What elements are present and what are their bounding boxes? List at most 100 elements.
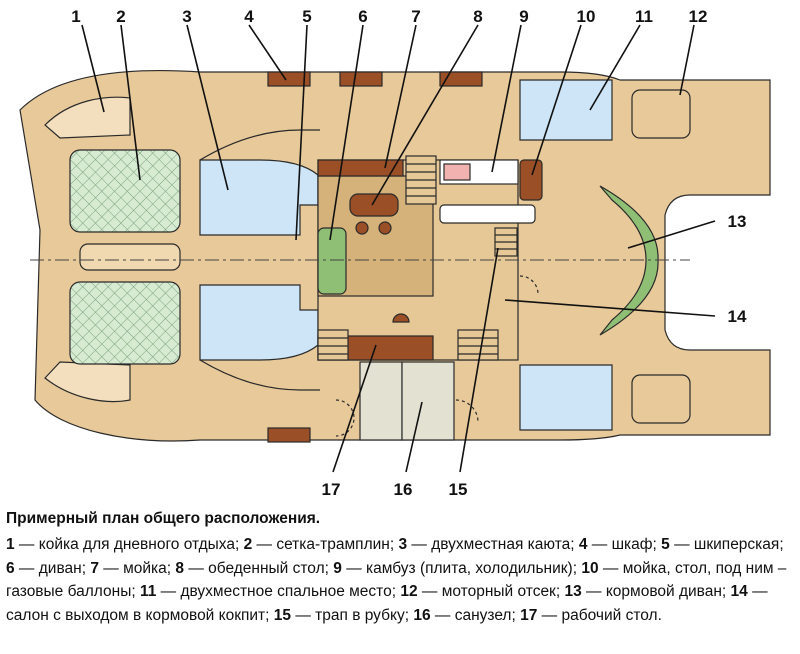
double-cabin-bottom (199, 284, 319, 361)
caption-title: Примерный план общего расположения. (6, 510, 321, 527)
legend-text: кормовой диван (605, 583, 722, 600)
legend-text: шкаф (611, 536, 653, 553)
legend-text: двухместная каюта (431, 536, 571, 553)
label-3: 3 (182, 7, 191, 26)
legend-number: 7 (90, 559, 99, 577)
legend-item: 11 — двухместное спальное место (139, 583, 392, 600)
stove (443, 163, 471, 181)
label-14: 14 (728, 307, 747, 326)
legend-number: 11 (139, 583, 157, 600)
legend-item: 16 — санузел (413, 606, 512, 624)
legend-item: 2 — сетка-трамплин (243, 536, 390, 553)
legend-text: сетка-трамплин (276, 536, 390, 553)
label-15: 15 (449, 480, 468, 499)
legend-number: 15 (273, 606, 292, 624)
legend-item: 6 — диван (6, 559, 82, 577)
legend-item: 9 — камбуз (плита, холодильник) (333, 559, 573, 577)
legend-number: 4 (578, 536, 588, 553)
legend-text: мойка, стол, под ним – газовые баллоны (6, 559, 787, 601)
settee (317, 227, 347, 295)
legend-text: салон с выходом в кормовой кокпит (6, 606, 266, 624)
legend-text: санузел (454, 606, 512, 624)
head-compartment (401, 361, 455, 441)
legend-text: диван (38, 559, 82, 577)
legend-item: 4 — шкаф (578, 536, 653, 553)
legend-item: 15 — трап в рубку (273, 606, 405, 624)
door-swing (519, 275, 539, 295)
label-8: 8 (473, 7, 482, 26)
legend-item: 13 — кормовой диван (564, 583, 722, 600)
door-swing (455, 399, 479, 423)
legend-number: 10 (581, 559, 599, 577)
double-berth-bottom (519, 364, 613, 431)
ladder-to-wheelhouse (317, 155, 518, 361)
galley-sink (317, 159, 404, 177)
wardrobe (339, 71, 383, 87)
label-1: 1 (71, 7, 80, 26)
label-5: 5 (302, 7, 311, 26)
stool (378, 221, 392, 235)
legend-number: 5 (661, 536, 670, 553)
legend-text: моторный отсек (441, 583, 556, 600)
legend-item: 3 — двухместная каюта (398, 536, 571, 553)
legend-item: 5 — шкиперская (661, 536, 780, 553)
label-9: 9 (519, 7, 528, 26)
engine-compartment (631, 374, 691, 424)
general-layout-plan: 1 2 3 4 5 6 7 8 9 10 11 12 13 14 15 16 1… (19, 7, 771, 499)
legend-number: 16 (413, 606, 431, 624)
wardrobe (267, 71, 311, 87)
legend-item: 8 — обеденный стол (175, 559, 325, 577)
label-12: 12 (689, 7, 708, 26)
cabin-arc-bottom (199, 359, 320, 391)
legend-item: 10 — мойка, стол, под ним – газовые балл… (6, 559, 787, 601)
label-6: 6 (358, 7, 367, 26)
legend-item: 1 — койка для дневного отдыха (6, 536, 235, 553)
dining-table (349, 193, 399, 217)
legend-number: 1 (6, 536, 15, 553)
figure-caption: Примерный план общего расположения. 1 — … (6, 508, 796, 627)
label-13: 13 (728, 212, 747, 231)
trampoline-net-top (69, 149, 181, 233)
label-17: 17 (322, 480, 341, 499)
legend-text: койка для дневного отдыха (38, 536, 235, 553)
legend-text: трап в рубку (315, 606, 405, 624)
legend-text: мойка (123, 559, 167, 577)
sink-counter-with-gas-bottles (519, 159, 543, 201)
legend-number: 8 (175, 559, 185, 577)
legend-number: 9 (333, 559, 342, 577)
legend-number: 12 (400, 583, 418, 600)
label-10: 10 (577, 7, 596, 26)
aft-sofa (599, 185, 659, 336)
label-7: 7 (411, 7, 420, 26)
legend-number: 6 (6, 559, 15, 577)
work-table (359, 361, 403, 441)
galley-counter (439, 204, 536, 224)
label-11: 11 (635, 7, 653, 26)
label-4: 4 (244, 7, 254, 26)
caption-legend: 1 — койка для дневного отдыха; 2 — сетка… (6, 536, 787, 624)
legend-number: 3 (398, 536, 408, 553)
double-cabin-top (199, 159, 319, 236)
legend-item: 12 — моторный отсек (400, 583, 556, 600)
legend-item: 17 — рабочий стол (520, 606, 658, 624)
legend-text: обеденный стол (208, 559, 325, 577)
legend-number: 2 (243, 536, 253, 553)
legend-text: шкиперская (693, 536, 780, 553)
legend-item: 14 — салон с выходом в кормовой кокпит (6, 583, 768, 624)
stool (392, 313, 410, 323)
label-16: 16 (394, 480, 413, 499)
wardrobe (439, 71, 483, 87)
stool (355, 221, 369, 235)
engine-compartment (631, 89, 691, 139)
legend-text: рабочий стол (561, 606, 658, 624)
leader-lines (81, 24, 716, 473)
legend-text: камбуз (плита, холодильник) (366, 559, 573, 577)
label-2: 2 (116, 7, 125, 26)
door-swing (335, 399, 355, 437)
legend-number: 13 (564, 583, 582, 600)
day-bed-1-bottom (44, 361, 131, 403)
legend-number: 17 (520, 606, 538, 624)
wardrobe (267, 427, 311, 443)
legend-text: двухместное спальное место (180, 583, 392, 600)
cabin-arc-top (199, 129, 320, 161)
